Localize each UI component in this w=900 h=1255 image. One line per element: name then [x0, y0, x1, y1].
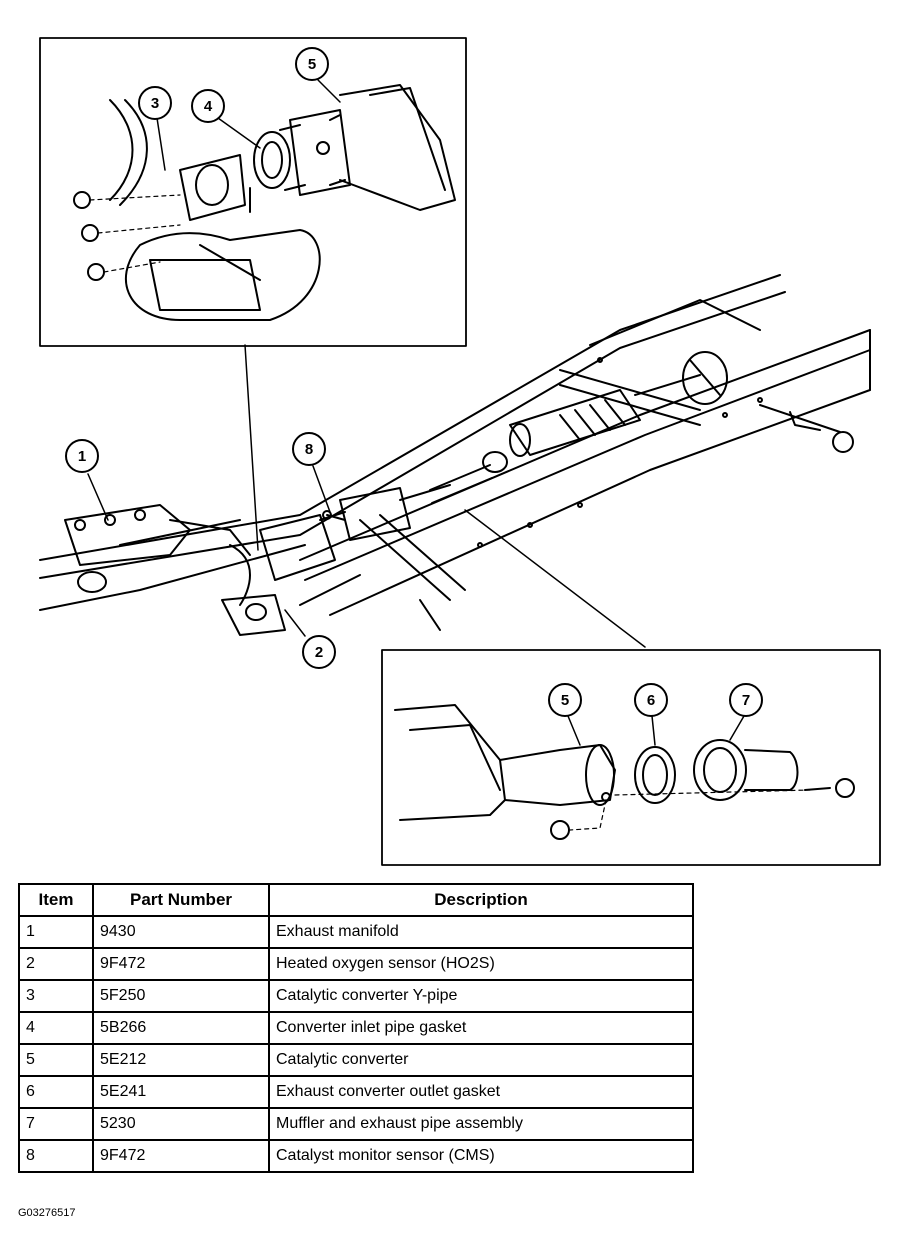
leader-lines — [87, 344, 646, 648]
callout-4: 4 — [191, 89, 225, 123]
figure-id: G03276517 — [18, 1207, 76, 1219]
table-row: 4 5B266 Converter inlet pipe gasket — [18, 1011, 694, 1045]
cell-description: Catalytic converter — [268, 1043, 694, 1077]
exhaust-manifold — [64, 504, 251, 566]
table-row: 2 9F472 Heated oxygen sensor (HO2S) — [18, 947, 694, 981]
cell-description: Catalytic converter Y-pipe — [268, 979, 694, 1013]
table-row: 7 5230 Muffler and exhaust pipe assembly — [18, 1107, 694, 1141]
table-row: 1 9430 Exhaust manifold — [18, 915, 694, 949]
svg-text:4: 4 — [204, 98, 213, 115]
cell-part-number: 9430 — [92, 915, 270, 949]
intermediate-pipe-and-muffler — [429, 374, 701, 504]
table-row: 3 5F250 Catalytic converter Y-pipe — [18, 979, 694, 1013]
cell-description: Exhaust manifold — [268, 915, 694, 949]
svg-text:3: 3 — [151, 95, 159, 112]
cell-description: Exhaust converter outlet gasket — [268, 1075, 694, 1109]
callout-2: 2 — [302, 635, 336, 669]
header-part-number: Part Number — [92, 883, 270, 917]
y-pipe — [221, 544, 286, 636]
callout-5-bottom: 5 — [548, 683, 582, 717]
cell-part-number: 5E212 — [92, 1043, 270, 1077]
parts-table: Item Part Number Description 1 9430 Exha… — [18, 883, 694, 1173]
cell-part-number: 9F472 — [92, 1139, 270, 1173]
cell-part-number: 5B266 — [92, 1011, 270, 1045]
cell-part-number: 5F250 — [92, 979, 270, 1013]
callout-1: 1 — [65, 439, 99, 473]
cell-item: 2 — [18, 947, 94, 981]
cell-item: 4 — [18, 1011, 94, 1045]
cell-item: 8 — [18, 1139, 94, 1173]
exhaust-system-diagram: 1 2 3 4 5 8 5 6 7 — [39, 37, 881, 866]
detail-inset-bottom — [381, 649, 881, 866]
cell-item: 3 — [18, 979, 94, 1013]
cell-item: 5 — [18, 1043, 94, 1077]
svg-text:1: 1 — [78, 448, 86, 465]
cell-part-number: 5230 — [92, 1107, 270, 1141]
callout-6: 6 — [634, 683, 668, 717]
callout-7: 7 — [729, 683, 763, 717]
cell-part-number: 9F472 — [92, 947, 270, 981]
svg-text:5: 5 — [561, 692, 569, 709]
cell-item: 6 — [18, 1075, 94, 1109]
svg-text:7: 7 — [742, 692, 750, 709]
table-row: 6 5E241 Exhaust converter outlet gasket — [18, 1075, 694, 1109]
cell-item: 1 — [18, 915, 94, 949]
cell-description: Heated oxygen sensor (HO2S) — [268, 947, 694, 981]
inset-bottom-parts — [394, 704, 855, 840]
vehicle-frame — [39, 274, 871, 631]
table-row: 5 5E212 Catalytic converter — [18, 1043, 694, 1077]
catalytic-converters — [259, 484, 451, 581]
cell-description: Muffler and exhaust pipe assembly — [268, 1107, 694, 1141]
header-description: Description — [268, 883, 694, 917]
callout-3: 3 — [138, 86, 172, 120]
callout-5-top: 5 — [295, 47, 329, 81]
table-header-row: Item Part Number Description — [18, 883, 694, 917]
cell-description: Converter inlet pipe gasket — [268, 1011, 694, 1045]
sensors — [299, 510, 361, 606]
callout-8: 8 — [292, 432, 326, 466]
svg-text:6: 6 — [647, 692, 655, 709]
header-item: Item — [18, 883, 94, 917]
cell-item: 7 — [18, 1107, 94, 1141]
table-row: 8 9F472 Catalyst monitor sensor (CMS) — [18, 1139, 694, 1173]
cell-part-number: 5E241 — [92, 1075, 270, 1109]
inset-top-parts — [73, 79, 456, 321]
svg-text:2: 2 — [315, 644, 323, 661]
cell-description: Catalyst monitor sensor (CMS) — [268, 1139, 694, 1173]
svg-text:8: 8 — [305, 441, 313, 458]
svg-text:5: 5 — [308, 56, 316, 73]
detail-inset-top — [39, 37, 467, 347]
